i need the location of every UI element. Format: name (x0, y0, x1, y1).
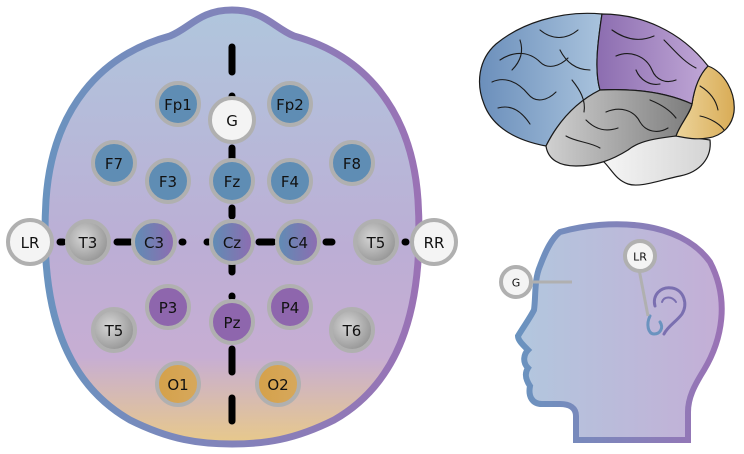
side-view-head: G LR (499, 221, 725, 443)
electrode-rr-label: RR (424, 234, 445, 252)
electrode-p3: P3 (145, 284, 191, 330)
midline-dashes (56, 43, 410, 425)
electrode-f7-disc (91, 140, 137, 186)
side-electrode-lr-label: LR (633, 251, 647, 264)
electrode-rr: RR (410, 218, 458, 266)
electrode-f4-label: F4 (281, 173, 299, 191)
ear-icon (646, 286, 687, 336)
electrode-lr-label: LR (21, 234, 40, 252)
electrode-g: G (208, 96, 256, 144)
electrode-g-label: G (226, 112, 238, 130)
brain-sulci (491, 29, 725, 149)
electrode-f8-disc (329, 140, 375, 186)
electrode-o2-label: O2 (267, 376, 288, 394)
electrode-fz: Fz (209, 158, 255, 204)
electrode-c3-label: C3 (144, 234, 164, 252)
electrode-g-disc (208, 96, 256, 144)
electrode-t6-label: T6 (342, 322, 362, 340)
side-head-outline (514, 221, 725, 443)
electrode-cz-disc (209, 219, 255, 265)
electrode-t5-disc (91, 307, 137, 353)
electrode-f8: F8 (329, 140, 375, 186)
electrode-t3-label: T3 (78, 234, 98, 252)
electrode-t5: T5 (91, 307, 137, 353)
temporal-lobe (545, 89, 693, 167)
electrode-f4: F4 (267, 158, 313, 204)
electrode-c3: C3 (131, 219, 177, 265)
electrode-o1: O1 (155, 361, 201, 407)
electrode-c4: C4 (275, 219, 321, 265)
electrode-p4: P4 (267, 284, 313, 330)
electrode-p3-disc (145, 284, 191, 330)
electrode-fp1-disc (155, 81, 201, 127)
electrode-fp2-label: Fp2 (276, 96, 304, 114)
electrode-fp2: Fp2 (267, 81, 313, 127)
side-electrode-g: G (499, 265, 533, 299)
electrode-t6-disc (329, 307, 375, 353)
electrode-fz-disc (209, 158, 255, 204)
electrode-fz-label: Fz (224, 173, 241, 191)
electrode-pz-label: Pz (224, 314, 241, 332)
electrode-p4-disc (267, 284, 313, 330)
electrode-f7: F7 (91, 140, 137, 186)
electrode-f7-label: F7 (105, 155, 123, 173)
electrode-t5r-disc (353, 219, 399, 265)
electrode-o2: O2 (255, 361, 301, 407)
electrode-fp1: Fp1 (155, 81, 201, 127)
electrode-c4-label: C4 (288, 234, 308, 252)
electrode-f3-disc (145, 158, 191, 204)
brain-illustration (478, 12, 735, 186)
electrode-pz-disc (209, 299, 255, 345)
electrode-o1-label: O1 (167, 376, 188, 394)
electrode-fp2-disc (267, 81, 313, 127)
electrode-t6: T6 (329, 307, 375, 353)
side-electrode-g-label: G (512, 277, 521, 290)
electrode-fp1-label: Fp1 (164, 96, 192, 114)
electrode-t3-disc (65, 219, 111, 265)
electrode-t5-label: T5 (104, 322, 124, 340)
electrode-rr-disc (410, 218, 458, 266)
electrode-t3: T3 (65, 219, 111, 265)
electrode-p3-label: P3 (159, 299, 178, 317)
electrode-t5r: T5 (353, 219, 399, 265)
electrode-cz: Cz (209, 219, 255, 265)
electrode-p4-label: P4 (281, 299, 300, 317)
electrode-t5r-label: T5 (366, 234, 386, 252)
electrode-f3: F3 (145, 158, 191, 204)
electrode-lr: LR (6, 218, 54, 266)
electrode-c4-disc (275, 219, 321, 265)
electrode-f8-label: F8 (343, 155, 361, 173)
electrode-pz: Pz (209, 299, 255, 345)
electrode-f4-disc (267, 158, 313, 204)
electrode-f3-label: F3 (159, 173, 177, 191)
side-electrode-lr: LR (623, 239, 657, 273)
electrode-o1-disc (155, 361, 201, 407)
electrode-o2-disc (255, 361, 301, 407)
electrode-c3-disc (131, 219, 177, 265)
electrode-cz-label: Cz (223, 234, 241, 252)
electrode-lr-disc (6, 218, 54, 266)
